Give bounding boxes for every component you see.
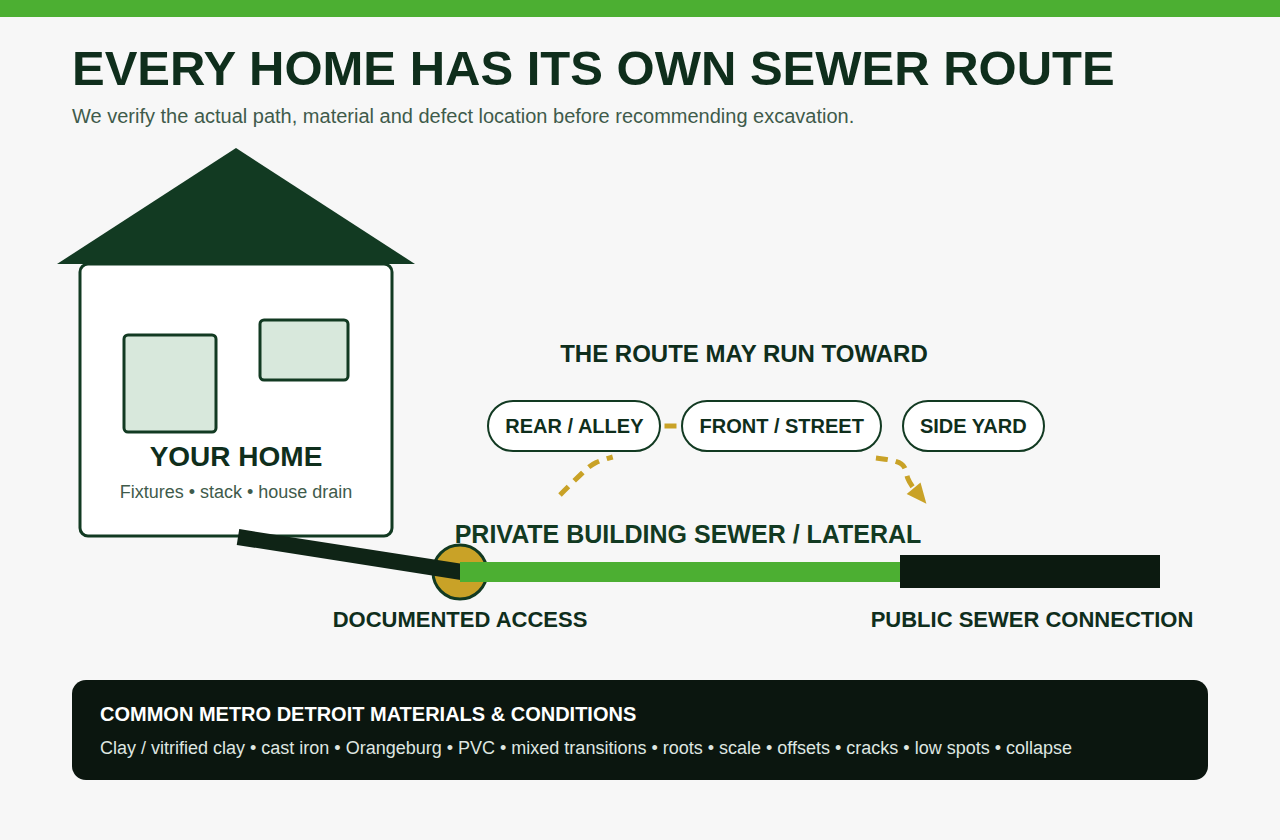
house-roof: [57, 148, 415, 264]
house-window: [260, 320, 348, 380]
private-lateral-pipe: [460, 562, 900, 582]
node-body: Fixtures • stack • house drain: [88, 482, 384, 503]
node-heading: YOUR HOME: [88, 441, 384, 473]
route-option-pill: REAR / ALLEY: [487, 400, 661, 452]
house-body: [80, 264, 392, 536]
node-heading: COMMON METRO DETROIT MATERIALS & CONDITI…: [100, 702, 1184, 727]
pipe-label: DOCUMENTED ACCESS: [333, 607, 588, 632]
node-body: Clay / vitrified clay • cast iron • Oran…: [100, 737, 1184, 760]
route-option-pill: SIDE YARD: [902, 400, 1045, 452]
node-heading: SIDE YARD: [920, 415, 1027, 437]
house-drain-pipe: [238, 537, 462, 572]
public-sewer-pipe: [900, 555, 1160, 588]
house-box: YOUR HOME Fixtures • stack • house drain: [80, 264, 392, 536]
route-dashed-arrow: [560, 457, 613, 495]
node-heading: REAR / ALLEY: [505, 415, 643, 437]
pipe-label: PUBLIC SEWER CONNECTION: [871, 607, 1194, 632]
page-title: EVERY HOME HAS ITS OWN SEWER ROUTE: [72, 42, 1115, 96]
subtitle: We verify the actual path, material and …: [72, 105, 854, 128]
route-dashed-arrow: [876, 458, 920, 496]
pipe-label: PRIVATE BUILDING SEWER / LATERAL: [455, 520, 922, 549]
route-dashed-arrow: [664, 424, 678, 429]
materials-panel: COMMON METRO DETROIT MATERIALS & CONDITI…: [72, 680, 1208, 780]
route-heading: THE ROUTE MAY RUN TOWARD: [560, 340, 928, 368]
node-heading: FRONT / STREET: [699, 415, 863, 437]
top-bar: [0, 0, 1280, 17]
route-option-pill: FRONT / STREET: [681, 400, 881, 452]
house-window: [124, 335, 216, 432]
